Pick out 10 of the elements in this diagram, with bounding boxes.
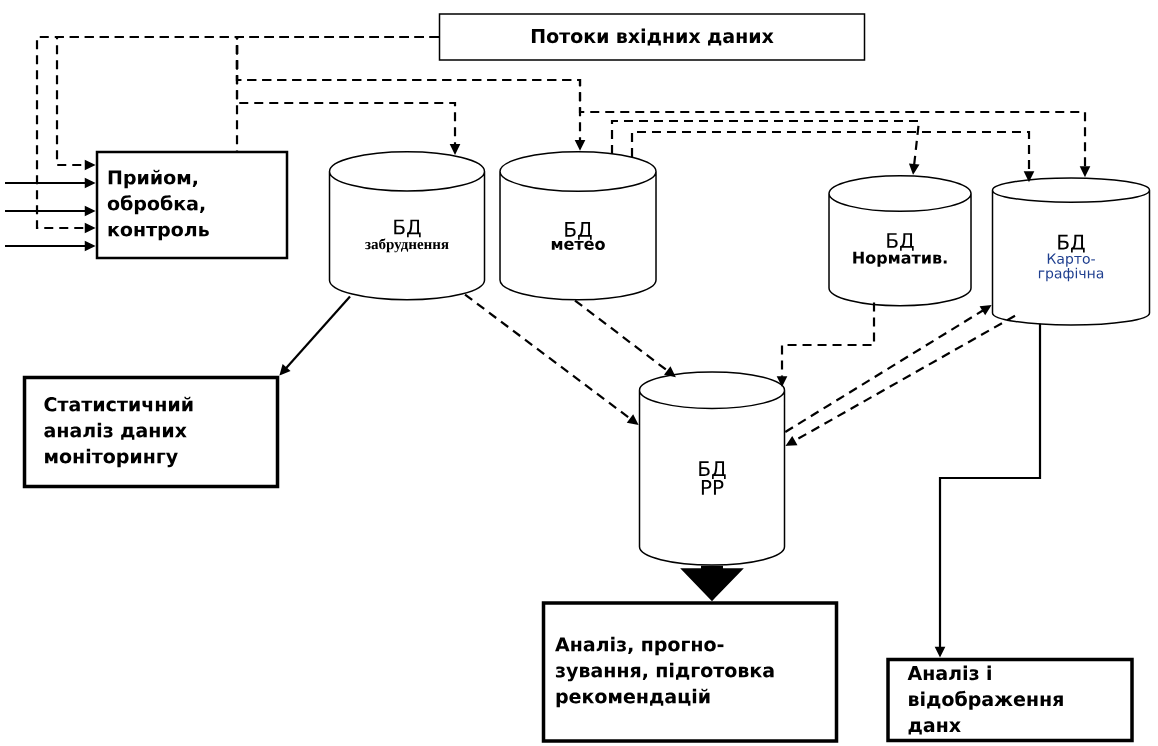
process-box: Аналіз, прогно- зування, підготовка рекомендацій	[541, 601, 839, 743]
database-cylinder: БД метео	[499, 151, 657, 301]
process-box: Статистичний аналіз даних моніторингу	[22, 375, 280, 489]
database-cylinder: БД РР	[638, 371, 786, 566]
database-cylinder: БД забруднення	[328, 151, 486, 301]
database-cylinder: БД Норматив.	[828, 174, 972, 307]
process-box: Потоки вхідних даних	[438, 13, 866, 61]
process-box: Аналіз і відображення данх	[886, 657, 1134, 743]
database-cylinder: БД Карто- графічна	[991, 177, 1151, 326]
process-box: Прийом, обробка, контроль	[95, 150, 289, 260]
